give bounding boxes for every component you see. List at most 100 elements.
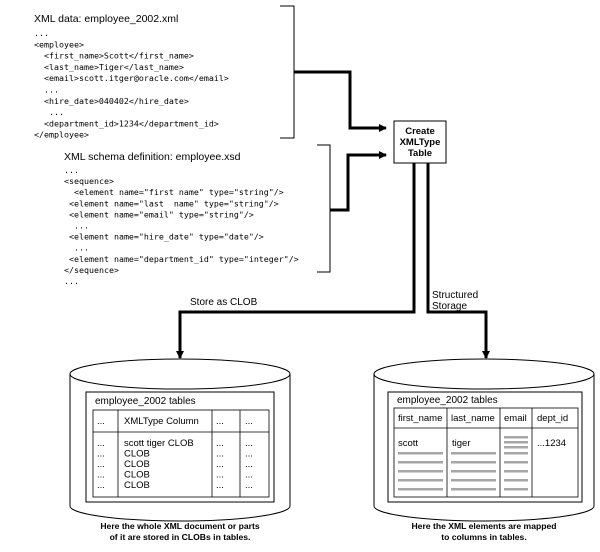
xml-data-line: <employee> <box>34 39 84 49</box>
placeholder-bar <box>451 488 496 491</box>
right-database-cylinder: employee_2002 tables first_name last_nam… <box>373 358 595 522</box>
left-table-cell: ... <box>216 470 224 481</box>
create-xmltype-table-box: Create XMLType Table <box>393 120 447 164</box>
store-as-clob-arrow <box>176 163 416 359</box>
left-table-cell: scott tiger CLOB <box>124 438 194 449</box>
right-caption-line-2: to columns in tables. <box>441 532 526 542</box>
left-table-title: employee_2002 tables <box>95 396 196 407</box>
placeholder-bar <box>398 488 443 491</box>
placeholder-bar <box>504 479 528 482</box>
left-table-cell: CLOB <box>124 459 150 470</box>
left-caption-line-1: Here the whole XML document or parts <box>100 521 260 531</box>
xml-schema-line: <element name="hire_date" type="date"/> <box>64 232 264 242</box>
xml-schema-line: ... <box>64 243 89 253</box>
xml-data-bracket <box>280 5 295 139</box>
create-box-line-3: Table <box>408 148 432 159</box>
left-table-cell: ... <box>245 470 253 481</box>
xml-schema-code: ...<sequence> <element name="first name"… <box>64 165 299 286</box>
left-table-cell: ... <box>216 449 224 460</box>
left-table-cell: ... <box>97 449 105 460</box>
xml-data-line: <last_name>Tiger</last_name> <box>34 62 184 72</box>
xml-data-line: <first_name>Scott</first_name> <box>34 51 194 61</box>
placeholder-bar <box>504 488 528 491</box>
xml-schema-line: <element name="first name" type="string"… <box>64 187 284 197</box>
create-box-line-2: XMLType <box>400 137 441 148</box>
left-table-cell: ... <box>97 470 105 481</box>
placeholder-bar <box>504 452 528 455</box>
xml-schema-line: <element name="department_id" type="inte… <box>64 254 299 264</box>
placeholder-bar <box>398 479 443 482</box>
left-col-header-xmltype: XMLType Column <box>124 416 199 427</box>
right-col-header-email: email <box>504 413 527 424</box>
right-col-header-last-name: last_name <box>451 413 495 424</box>
placeholder-bar <box>451 452 496 455</box>
placeholder-bar <box>451 461 496 464</box>
left-database-cylinder: employee_2002 tables ... XMLType Column … <box>69 358 291 522</box>
xml-data-block: XML data: employee_2002.xml ...<employee… <box>34 5 295 140</box>
xml-data-line: ... <box>34 28 49 38</box>
placeholder-bar <box>504 436 528 439</box>
left-table-cell: ... <box>216 480 224 491</box>
xml-data-code: ...<employee> <first_name>Scott</first_n… <box>34 28 229 140</box>
left-table-cell: ... <box>245 438 253 449</box>
left-table-cell: ... <box>245 459 253 470</box>
structured-storage-arrow <box>426 163 490 359</box>
left-table-cell: CLOB <box>124 470 150 481</box>
xml-schema-title: XML schema definition: employee.xsd <box>64 151 241 163</box>
placeholder-bar <box>504 470 528 473</box>
left-caption-line-2: of it are stored in CLOBs in tables. <box>110 532 251 542</box>
left-table-cell: ... <box>97 480 105 491</box>
xml-schema-bracket <box>317 144 331 273</box>
left-col-header-3: ... <box>216 416 224 427</box>
right-cell-dept-id: ...1234 <box>537 438 566 449</box>
right-cell-last-name: tiger <box>452 438 470 449</box>
placeholder-bar <box>451 470 496 473</box>
right-cell-first-name: scott <box>398 438 418 449</box>
right-caption-line-1: Here the XML elements are mapped <box>411 521 556 531</box>
left-table-cell: ... <box>216 438 224 449</box>
store-as-clob-label: Store as CLOB <box>190 297 258 308</box>
xml-schema-line: <element name="last name" type="string"/… <box>64 198 279 208</box>
placeholder-bar <box>504 441 528 444</box>
placeholder-bar <box>504 446 528 449</box>
left-table-cell: CLOB <box>124 480 150 491</box>
right-col-header-dept-id: dept_id <box>537 413 568 424</box>
placeholder-bar <box>398 461 443 464</box>
left-table-cell: ... <box>245 449 253 460</box>
right-col-header-first-name: first_name <box>398 413 442 424</box>
right-table-placeholder-bars <box>398 436 528 491</box>
xml-data-to-create-arrow <box>294 70 387 132</box>
xml-data-line: ... <box>34 85 59 95</box>
placeholder-bar <box>504 461 528 464</box>
xml-schema-block: XML schema definition: employee.xsd ...<… <box>64 144 331 286</box>
xml-schema-line: ... <box>64 221 89 231</box>
xml-data-line: ... <box>34 107 64 117</box>
left-table-cell: ... <box>97 438 105 449</box>
xml-schema-line: ... <box>64 165 79 175</box>
placeholder-bar <box>398 470 443 473</box>
structured-storage-label-1: Structured <box>432 290 478 301</box>
xml-data-line: <email>scott.itger@oracle.com</email> <box>34 73 229 83</box>
left-col-header-1: ... <box>97 416 105 427</box>
xml-data-title: XML data: employee_2002.xml <box>34 13 178 25</box>
placeholder-bar <box>398 452 443 455</box>
xml-schema-to-create-arrow <box>330 151 387 212</box>
left-table-cell: ... <box>245 480 253 491</box>
create-box-line-1: Create <box>405 126 435 137</box>
left-col-header-4: ... <box>245 416 253 427</box>
placeholder-bar <box>451 479 496 482</box>
xml-schema-line: </sequence> <box>64 265 119 275</box>
xml-data-line: <hire_date>040402</hire_date> <box>34 96 189 106</box>
xml-schema-line: ... <box>64 276 79 286</box>
xml-schema-line: <element name="email" type="string"/> <box>64 209 254 219</box>
xml-schema-line: <sequence> <box>64 176 114 186</box>
left-table-cell: ... <box>216 459 224 470</box>
left-table-cell: ... <box>97 459 105 470</box>
left-table-cell: CLOB <box>124 449 150 460</box>
structured-storage-label-2: Storage <box>432 301 467 312</box>
right-table-title: employee_2002 tables <box>397 395 498 406</box>
xml-data-line: </employee> <box>34 130 89 140</box>
left-table-rows: ... scott tiger CLOB......... CLOB........… <box>97 438 253 491</box>
xml-data-line: <department_id>1234</department_id> <box>34 118 219 128</box>
